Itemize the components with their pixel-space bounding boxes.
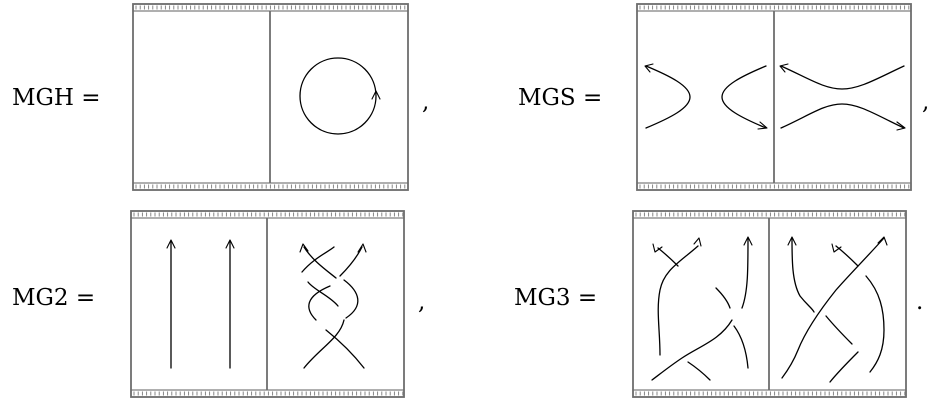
film-perforation-marks xyxy=(135,5,406,10)
frame-2-braid xyxy=(781,236,888,383)
strand-bottom xyxy=(780,103,905,129)
arrowhead-icon xyxy=(166,239,176,249)
equation-label-mgs: MGS = xyxy=(518,85,603,111)
frame-1-cup xyxy=(644,63,768,130)
frame-2-circle xyxy=(299,57,381,135)
film-perforation-marks xyxy=(635,212,906,217)
film-frame xyxy=(130,210,405,398)
frame-border xyxy=(132,3,409,191)
film-perforation-marks xyxy=(635,391,906,396)
film-perforation-marks xyxy=(135,184,406,189)
arrowhead-icon xyxy=(693,237,702,247)
arrowhead-icon xyxy=(644,63,654,73)
film-perforation-marks xyxy=(639,184,910,189)
equation-punctuation-mg2: , xyxy=(418,289,426,315)
arrowhead-icon xyxy=(652,243,663,253)
film-frame xyxy=(632,210,907,398)
frame-2-twist xyxy=(299,243,367,369)
frame-1-parallel-strands xyxy=(166,239,235,369)
film-perforation-marks xyxy=(639,5,910,10)
film-perforation-marks xyxy=(133,391,404,396)
circle-strand xyxy=(299,57,377,135)
arrowhead-icon xyxy=(877,236,888,246)
arrowhead-icon xyxy=(779,63,789,73)
arrowhead-icon xyxy=(743,236,753,246)
equation-label-mg3: MG3 = xyxy=(514,285,598,311)
arrowhead-icon xyxy=(896,121,906,131)
arrowhead-icon xyxy=(357,243,367,253)
film-frame xyxy=(132,3,409,191)
equation-punctuation-mgh: , xyxy=(422,89,430,115)
arrowhead-icon xyxy=(831,243,842,253)
frame-1-braid xyxy=(651,236,753,381)
equation-label-mgh: MGH = xyxy=(12,85,101,111)
film-perforation-marks xyxy=(133,212,404,217)
equation-punctuation-mgs: , xyxy=(922,89,928,115)
arrowhead-icon xyxy=(787,236,797,246)
film-frame xyxy=(636,3,912,191)
strand-right xyxy=(721,65,767,129)
strand-left xyxy=(645,65,691,129)
equation-label-mg2: MG2 = xyxy=(12,285,96,311)
arrowhead-icon xyxy=(757,121,768,130)
strand-top xyxy=(780,65,905,90)
arrowhead-icon xyxy=(299,243,309,253)
arrowhead-icon xyxy=(371,90,381,100)
equation-punctuation-mg3: . xyxy=(916,289,924,315)
frame-2-cap xyxy=(779,63,906,131)
arrowhead-icon xyxy=(225,239,235,249)
